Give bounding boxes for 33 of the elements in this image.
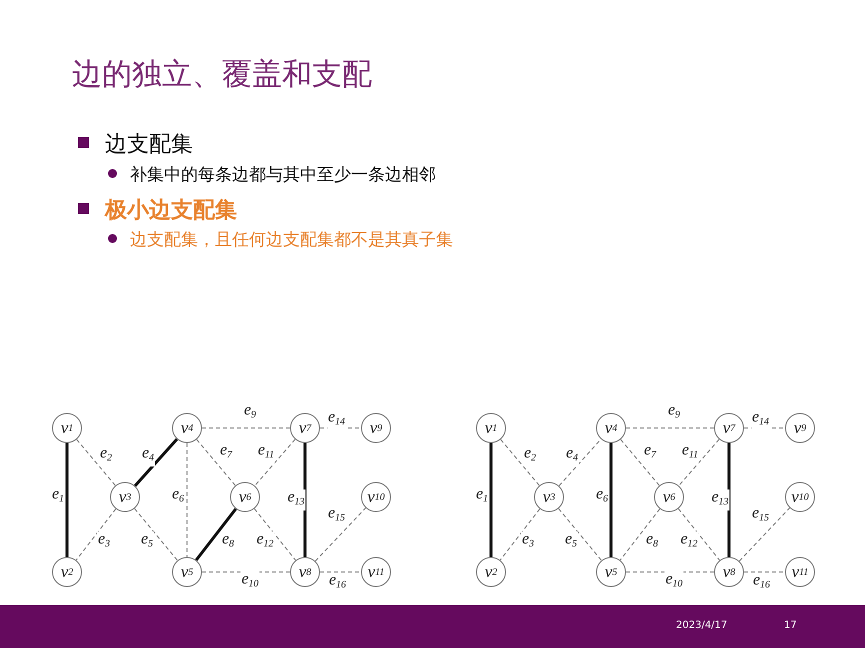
dashed-edge-line: [314, 507, 366, 562]
bullet-text: 边支配集，且任何边支配集都不是其真子集: [130, 229, 453, 251]
dashed-edge-line: [500, 438, 540, 486]
thick-edge-line: [728, 443, 730, 557]
dashed-edge-line: [76, 438, 116, 486]
thick-edge-line: [490, 443, 492, 557]
dashed-edge-line: [738, 507, 790, 562]
thick-edge-line: [610, 443, 612, 557]
dashed-edge-line: [186, 442, 188, 558]
slide-title: 边的独立、覆盖和支配: [72, 56, 372, 94]
dashed-edge-line: [76, 508, 116, 561]
dashed-edge-line: [254, 438, 296, 486]
slide-date: 2023/4/17: [676, 620, 728, 631]
edge-label: e$_{13}$: [286, 490, 306, 510]
dashed-edge-line: [678, 438, 720, 486]
dashed-edge-line: [620, 508, 660, 561]
dashed-edge-line: [620, 438, 660, 486]
dashed-edge-line: [134, 508, 178, 561]
thick-edge-line: [66, 443, 68, 557]
slide-number: 17: [784, 620, 797, 631]
dashed-edge-line: [254, 508, 296, 561]
dashed-edge-line: [558, 508, 602, 561]
thick-edge-line: [134, 438, 178, 487]
bullet-heading: 边支配集: [105, 131, 193, 159]
dashed-edge-line: [500, 508, 540, 561]
dashed-edge-line: [558, 438, 602, 486]
bullet-text: 补集中的每条边都与其中至少一条边相邻: [130, 164, 436, 186]
thick-edge-line: [304, 443, 306, 557]
bullet-heading: 极小边支配集: [105, 197, 237, 225]
edge-label: e$_{13}$: [710, 490, 730, 510]
dashed-edge-line: [196, 438, 236, 486]
dashed-edge-line: [678, 508, 720, 561]
thick-edge-line: [194, 508, 238, 562]
